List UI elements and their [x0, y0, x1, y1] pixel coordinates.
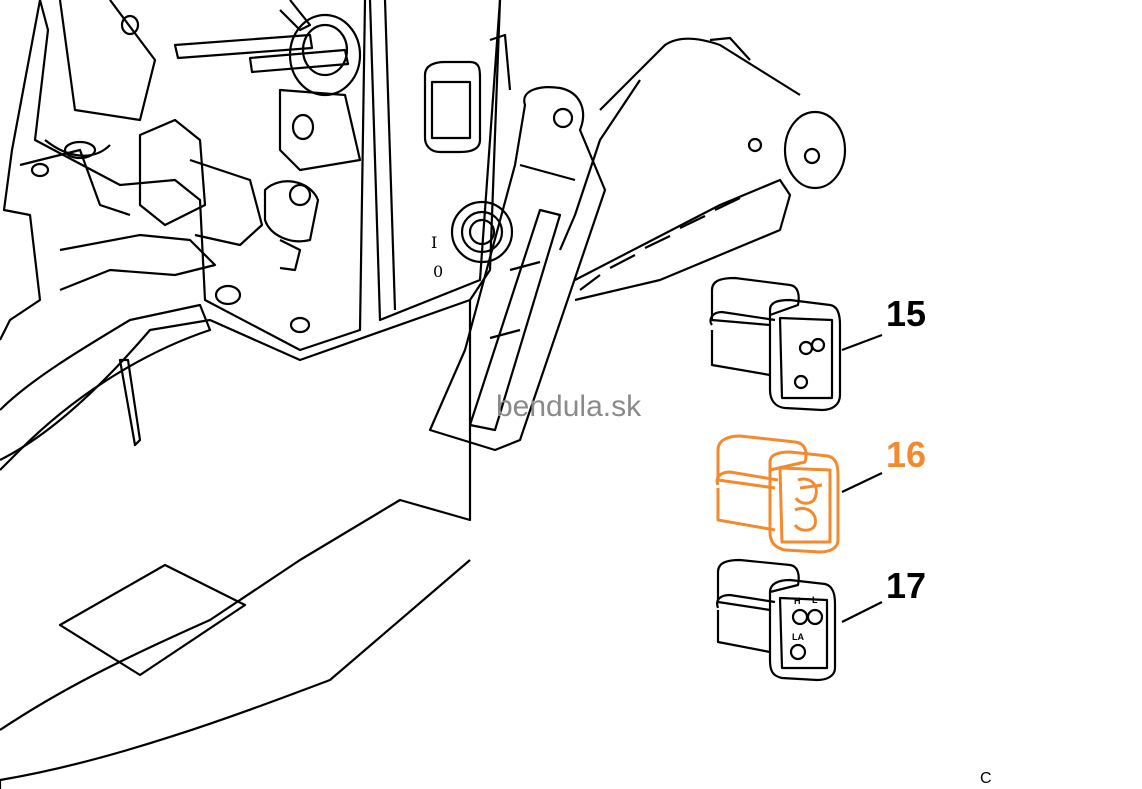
marking-h: H	[794, 596, 801, 606]
corner-mark: C	[980, 770, 992, 787]
switch-label-off: 0	[433, 262, 444, 281]
switch-label-on: I	[431, 233, 438, 252]
watermark: bendula.sk	[496, 390, 642, 423]
part-17-switch-plate	[716, 558, 837, 682]
callout-16-leader	[841, 472, 883, 493]
handle-tube	[558, 36, 847, 302]
part-16-switch-plate	[715, 434, 840, 554]
marking-la: LA	[792, 632, 804, 642]
callout-17-leader	[841, 601, 883, 623]
callout-15-leader	[841, 333, 883, 352]
callout-15: 15	[886, 293, 927, 334]
callout-16: 16	[886, 434, 927, 475]
marking-l: L	[812, 595, 818, 605]
throttle-lever	[428, 86, 607, 452]
saw-housing	[0, 0, 514, 789]
callout-17: 17	[886, 565, 927, 606]
part-15-switch-plate	[709, 276, 842, 412]
